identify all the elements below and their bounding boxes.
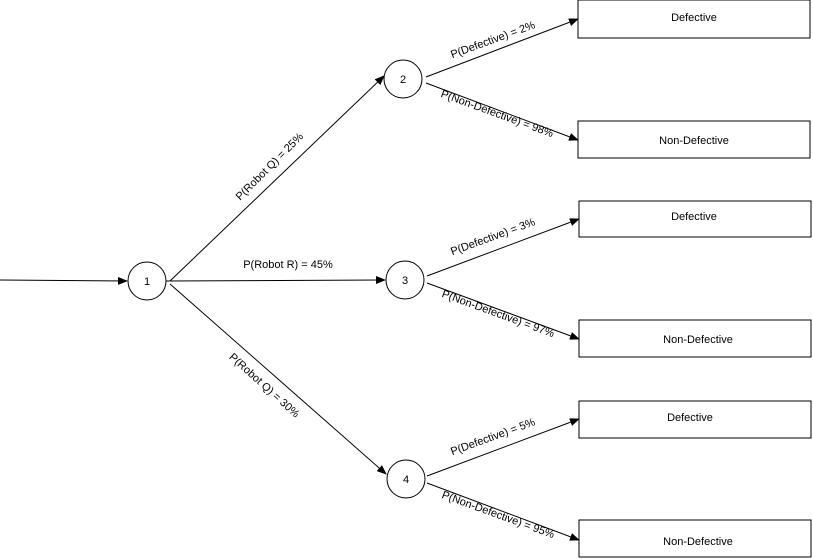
edge-1-to-2 <box>169 75 385 282</box>
edge-1-to-4 <box>169 283 387 475</box>
edge-4-to-defective <box>426 418 580 477</box>
outcome-2-defective: Defective <box>577 0 811 39</box>
edge-label-1-to-3: P(Robot R) = 45% <box>243 259 333 271</box>
outcome-3-defective-label: Defective <box>671 211 717 223</box>
node-4-label: 4 <box>403 474 409 486</box>
edge-3-to-defective <box>426 218 580 277</box>
node-1-label: 1 <box>144 276 150 288</box>
node-3-label: 3 <box>402 275 408 287</box>
outcome-2-non-defective-label: Non-Defective <box>659 135 729 147</box>
entry-arrow <box>0 276 128 285</box>
edge-4-to-non-defective <box>426 482 580 541</box>
outcome-3-defective: Defective <box>578 200 812 238</box>
edge-label-3-to-non-defective: P(Non-Defective) = 97% <box>440 288 556 340</box>
node-1: 1 <box>127 261 167 301</box>
edge-label-4-to-defective: P(Defective) = 5% <box>449 416 537 458</box>
outcome-4-defective-label: Defective <box>667 412 713 424</box>
node-2-label: 2 <box>400 74 406 86</box>
edge-3-to-non-defective <box>426 282 580 340</box>
edge-label-1-to-2: P(Robot Q) = 25% <box>234 131 306 203</box>
outcome-2-non-defective: Non-Defective <box>577 120 811 159</box>
node-4: 4 <box>386 459 426 499</box>
edge-1-to-3 <box>165 276 386 285</box>
edge-label-2-to-non-defective: P(Non-Defective) = 98% <box>439 88 555 140</box>
node-2: 2 <box>383 59 423 99</box>
node-3: 3 <box>385 260 425 300</box>
outcome-3-non-defective-label: Non-Defective <box>663 334 733 346</box>
edge-2-to-defective <box>425 18 579 78</box>
outcome-4-non-defective: Non-Defective <box>578 519 812 558</box>
outcome-4-non-defective-label: Non-Defective <box>663 536 733 548</box>
edge-label-1-to-4: P(Robot Q) = 30% <box>226 351 301 420</box>
outcome-2-defective-label: Defective <box>671 12 717 24</box>
outcome-3-non-defective: Non-Defective <box>578 319 812 358</box>
edge-2-to-non-defective <box>425 82 579 141</box>
edge-label-4-to-non-defective: P(Non-Defective) = 95% <box>440 489 556 541</box>
edge-label-3-to-defective: P(Defective) = 3% <box>449 216 537 258</box>
outcome-4-defective: Defective <box>578 400 812 439</box>
